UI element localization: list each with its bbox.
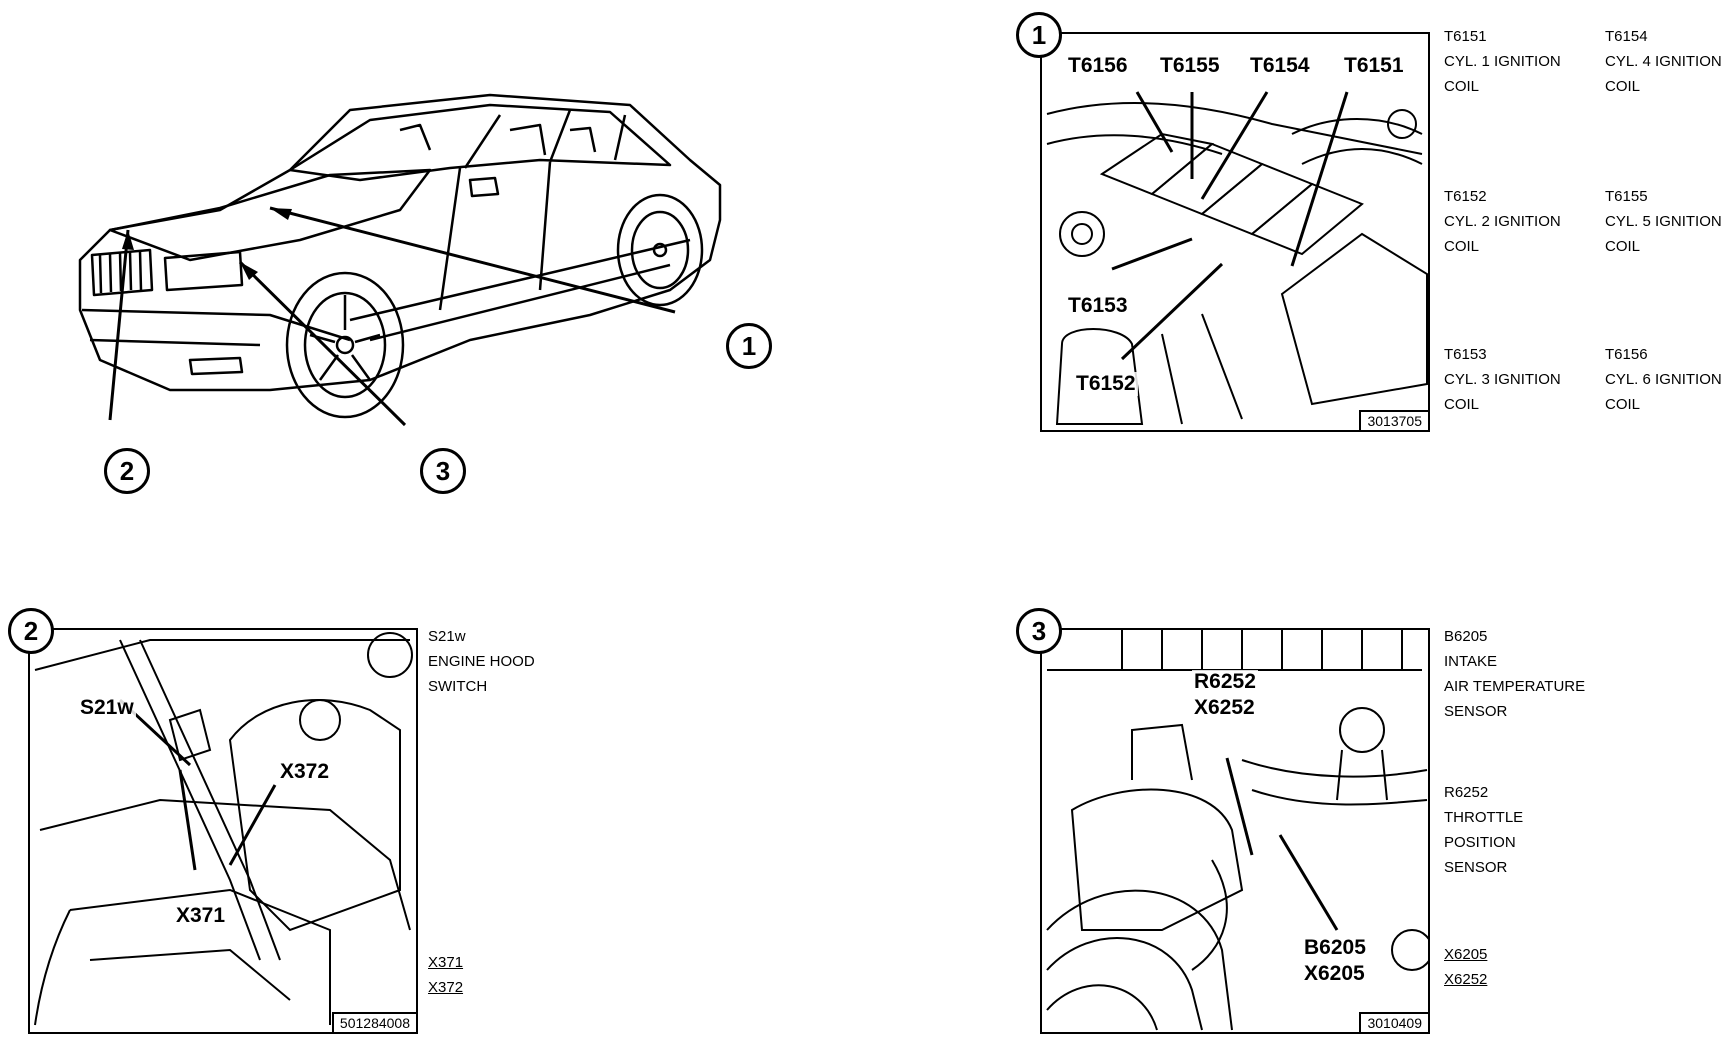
legend-underlined-code: X372 xyxy=(428,979,464,996)
engine-bay-2-illustration xyxy=(34,632,413,1026)
callout-t6155: T6155 xyxy=(1158,54,1222,78)
legend-text: CYL. 1 IGNITION xyxy=(1444,53,1561,70)
legend-code: R6252 xyxy=(1444,784,1489,801)
legend-underlined-code: X371 xyxy=(428,954,464,971)
legend-text: ENGINE HOOD xyxy=(428,653,535,670)
legend-t6153: T6153 CYL. 3 IGNITION COIL xyxy=(1444,342,1561,417)
figure-number-2: 501284008 xyxy=(331,1012,416,1032)
legend-code: B6205 xyxy=(1444,628,1488,645)
panel-badge-3: 3 xyxy=(1016,608,1062,654)
engine-bay-1-illustration xyxy=(1046,91,1428,425)
detail-panel-2: S21w X372 X371 501284008 xyxy=(28,628,418,1034)
legend-t6151: T6151 CYL. 1 IGNITION COIL xyxy=(1444,24,1561,99)
callout-t6156: T6156 xyxy=(1066,54,1130,78)
callout-x372: X372 xyxy=(278,760,332,784)
legend-text: SENSOR xyxy=(1444,859,1508,876)
legend-t6156: T6156 CYL. 6 IGNITION COIL xyxy=(1605,342,1722,417)
legend-text: SENSOR xyxy=(1444,703,1508,720)
callout-t6152: T6152 xyxy=(1074,372,1138,396)
legend-text: COIL xyxy=(1444,238,1480,255)
legend-b6205: B6205 INTAKE AIR TEMPERATURE SENSOR xyxy=(1444,624,1585,724)
legend-code: T6152 xyxy=(1444,188,1487,205)
panel-badge-1: 1 xyxy=(1016,12,1062,58)
legend-text: SWITCH xyxy=(428,678,488,695)
legend-text: COIL xyxy=(1605,238,1641,255)
callout-s21w: S21w xyxy=(78,696,136,720)
figure-number-3: 3010409 xyxy=(1359,1012,1428,1032)
legend-text: COIL xyxy=(1444,396,1480,413)
legend-text: CYL. 4 IGNITION xyxy=(1605,53,1722,70)
legend-text: POSITION xyxy=(1444,834,1516,851)
detail-panel-3: R6252 X6252 B6205 X6205 3010409 xyxy=(1040,628,1430,1034)
legend-text: INTAKE xyxy=(1444,653,1498,670)
callout-t6151: T6151 xyxy=(1342,54,1406,78)
callout-t6153: T6153 xyxy=(1066,294,1130,318)
legend-r6252: R6252 THROTTLE POSITION SENSOR xyxy=(1444,780,1523,880)
legend-code: T6155 xyxy=(1605,188,1648,205)
legend-text: CYL. 3 IGNITION xyxy=(1444,371,1561,388)
callout-r6252: R6252 xyxy=(1192,670,1258,694)
legend-text: COIL xyxy=(1605,78,1641,95)
legend-text: CYL. 5 IGNITION xyxy=(1605,213,1722,230)
engine-bay-3-illustration xyxy=(1046,630,1428,1031)
legend-connectors-2: X371 X372 xyxy=(428,950,463,1000)
callout-x371: X371 xyxy=(174,904,228,928)
callout-t6154: T6154 xyxy=(1248,54,1312,78)
figure-number-1: 3013705 xyxy=(1359,410,1428,430)
legend-underlined-code: X6205 xyxy=(1444,946,1488,963)
legend-s21w: S21w ENGINE HOOD SWITCH xyxy=(428,624,535,699)
legend-text: COIL xyxy=(1605,396,1641,413)
callout-x6205: X6205 xyxy=(1302,962,1367,986)
legend-text: AIR TEMPERATURE xyxy=(1444,678,1586,695)
legend-underlined-code: X6252 xyxy=(1444,971,1488,988)
car-marker-2: 2 xyxy=(104,448,150,494)
legend-code: T6154 xyxy=(1605,28,1648,45)
legend-t6152: T6152 CYL. 2 IGNITION COIL xyxy=(1444,184,1561,259)
car-illustration xyxy=(78,93,722,427)
panel-badge-2: 2 xyxy=(8,608,54,654)
car-marker-1: 1 xyxy=(726,323,772,369)
car-marker-3: 3 xyxy=(420,448,466,494)
callout-x6252: X6252 xyxy=(1192,696,1257,720)
legend-code: T6156 xyxy=(1605,346,1648,363)
legend-text: CYL. 6 IGNITION xyxy=(1605,371,1722,388)
legend-text: THROTTLE xyxy=(1444,809,1524,826)
legend-t6155: T6155 CYL. 5 IGNITION COIL xyxy=(1605,184,1722,259)
legend-text: CYL. 2 IGNITION xyxy=(1444,213,1561,230)
callout-b6205: B6205 xyxy=(1302,936,1368,960)
legend-code: T6153 xyxy=(1444,346,1487,363)
legend-code: S21w xyxy=(428,628,466,645)
legend-t6154: T6154 CYL. 4 IGNITION COIL xyxy=(1605,24,1722,99)
legend-code: T6151 xyxy=(1444,28,1487,45)
detail-panel-1: T6156 T6155 T6154 T6151 T6153 T6152 3013… xyxy=(1040,32,1430,432)
legend-connectors-3: X6205 X6252 xyxy=(1444,942,1487,992)
legend-text: COIL xyxy=(1444,78,1480,95)
